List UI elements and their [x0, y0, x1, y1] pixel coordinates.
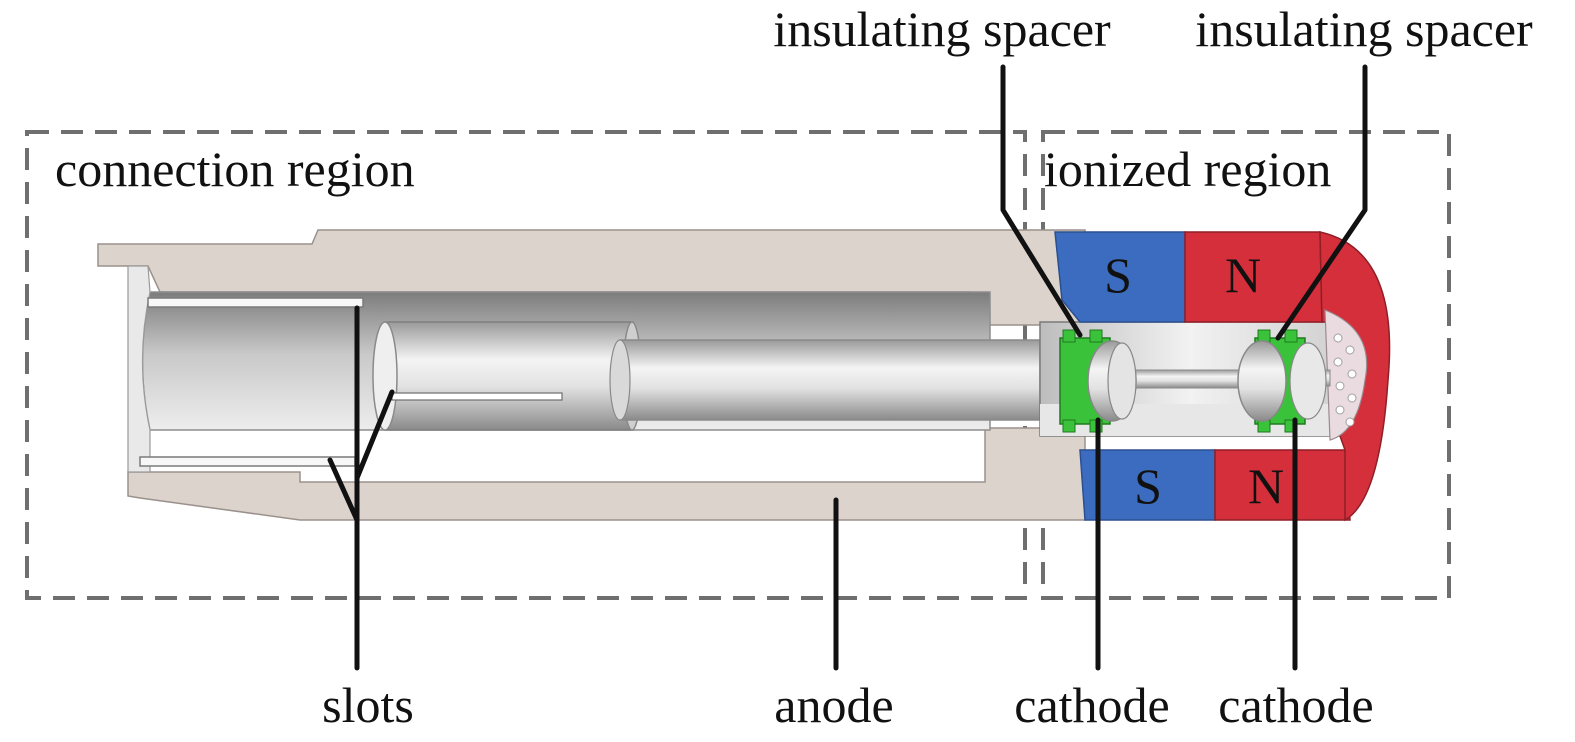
insulating-spacer-left-label: insulating spacer [773, 1, 1111, 57]
cathode-left [1059, 329, 1137, 433]
cathode-right [1237, 329, 1327, 433]
connection-tube-mouth [127, 265, 151, 473]
pointer-spacer-right [1275, 64, 1368, 341]
magnet-bottom-north-label: N [1248, 458, 1284, 514]
magnet-bottom-south-label: S [1134, 458, 1162, 514]
magnet-top-north-label: N [1225, 247, 1261, 303]
connector-sleeve [384, 321, 634, 431]
leader-lines [327, 64, 1368, 671]
insulating-spacer-right-label: insulating spacer [1195, 1, 1533, 57]
ionized-region-label: ionized region [1044, 141, 1331, 197]
anode-lower-wall [127, 427, 1086, 521]
connector-sleeve-end [372, 321, 398, 431]
slot-upper [147, 297, 364, 308]
cathode-right-label: cathode [1218, 677, 1373, 733]
magnet-bottom-north [1214, 449, 1351, 521]
magnet-top-south-label: S [1104, 247, 1132, 303]
central-rod [619, 339, 1041, 421]
slot-lower [139, 456, 356, 467]
end-plate-holes [1333, 333, 1357, 427]
connection-region-label: connection region [55, 141, 415, 197]
perforated-end-plate [1324, 309, 1368, 441]
central-rod-start [609, 339, 631, 421]
magnet-top-south [1054, 231, 1186, 323]
pointer-spacer-left [1000, 64, 1083, 338]
slots-label: slots [322, 677, 414, 733]
sleeve-slot [391, 392, 563, 401]
cathode-left-label: cathode [1014, 677, 1169, 733]
anode-label: anode [774, 677, 893, 733]
